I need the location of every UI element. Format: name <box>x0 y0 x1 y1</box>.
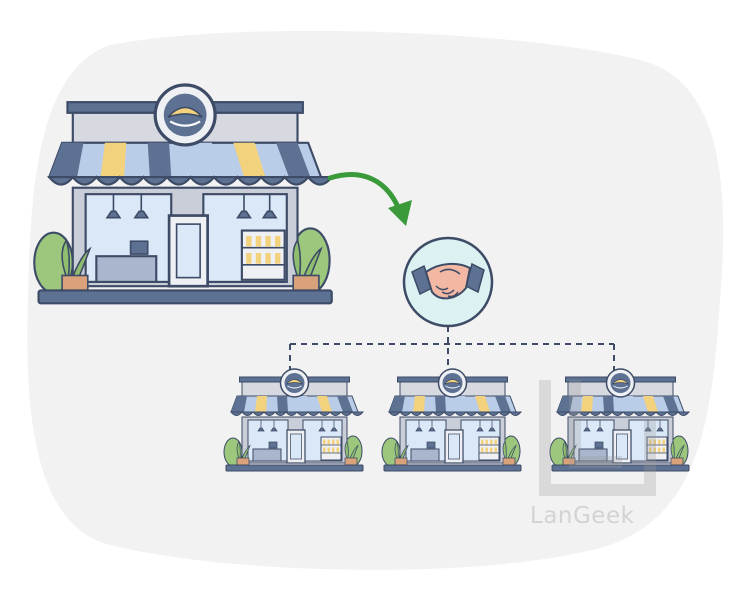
watermark-text: LanGeek <box>530 503 635 529</box>
branch-connector <box>289 326 615 372</box>
langeek-logo-mark <box>539 380 656 496</box>
branch-store-1 <box>223 368 364 472</box>
main-store <box>32 83 334 305</box>
branch-store-2 <box>381 368 522 472</box>
curved-arrow-icon <box>327 172 412 226</box>
handshake-icon <box>402 236 494 328</box>
